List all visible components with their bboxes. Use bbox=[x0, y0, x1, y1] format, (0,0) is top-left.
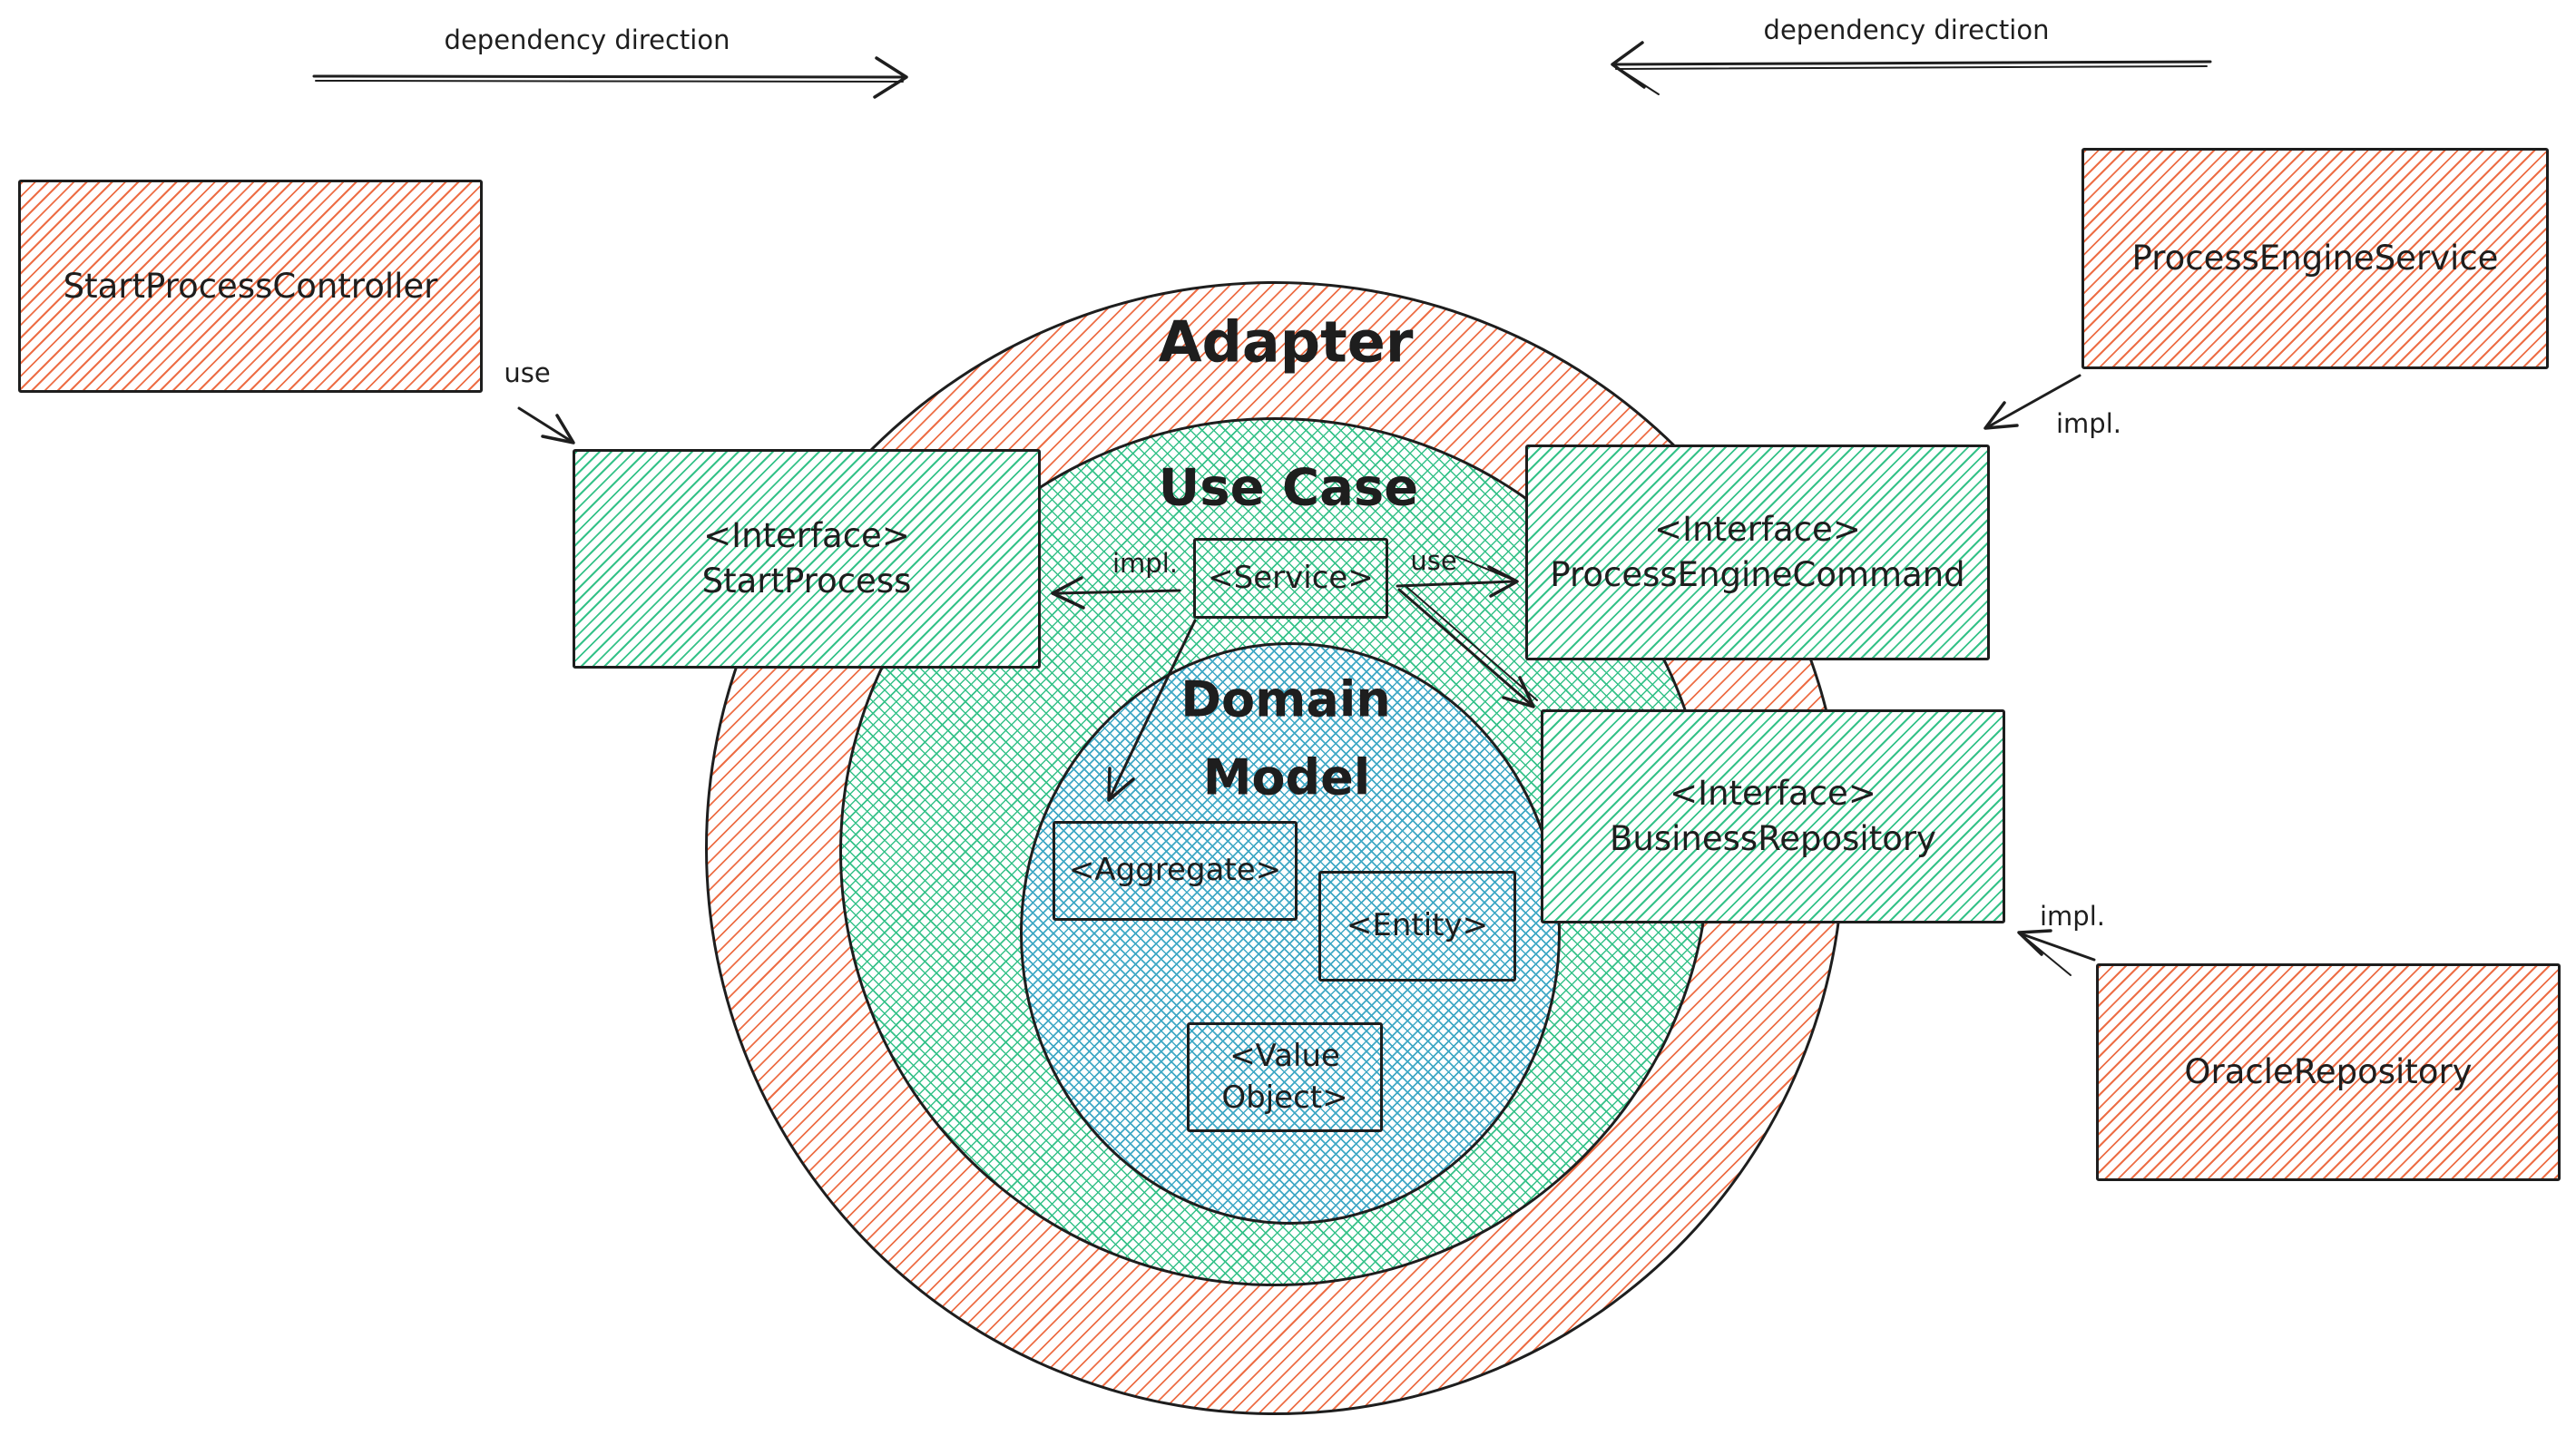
business-repository-name: BusinessRepository bbox=[1610, 819, 1936, 858]
aggregate-box: <Aggregate> bbox=[1053, 821, 1298, 921]
value-object-label-line2: Object> bbox=[1221, 1079, 1348, 1116]
use-case-label: Use Case bbox=[1158, 458, 1419, 518]
dependency-direction-right-arrow bbox=[1611, 41, 2212, 95]
domain-model-label-line1: Domain bbox=[1180, 670, 1391, 728]
use-engine-command-label: use bbox=[1410, 545, 1457, 576]
impl-oracle-arrow bbox=[2017, 929, 2096, 976]
business-repository-interface-box: <Interface> BusinessRepository bbox=[1541, 709, 2005, 923]
domain-model-label-line2: Model bbox=[1202, 748, 1371, 806]
dependency-direction-left-arrow bbox=[312, 56, 908, 99]
impl-engine-service-label: impl. bbox=[2056, 408, 2121, 439]
entity-box: <Entity> bbox=[1318, 871, 1516, 982]
aggregate-label: <Aggregate> bbox=[1068, 852, 1282, 889]
oracle-repository-box: OracleRepository bbox=[2096, 963, 2561, 1181]
adapter-label: Adapter bbox=[1158, 308, 1414, 376]
service-label: <Service> bbox=[1208, 559, 1374, 596]
process-engine-command-stereotype: <Interface> bbox=[1654, 510, 1861, 550]
process-engine-service-box: ProcessEngineService bbox=[2081, 148, 2549, 369]
start-process-name: StartProcess bbox=[701, 562, 912, 601]
process-engine-command-name: ProcessEngineCommand bbox=[1550, 555, 1965, 594]
use-controller-arrow bbox=[517, 406, 575, 444]
oracle-repository-label: OracleRepository bbox=[2184, 1052, 2473, 1092]
start-process-controller-box: StartProcessController bbox=[18, 180, 483, 393]
service-box: <Service> bbox=[1193, 538, 1388, 619]
process-engine-service-label: ProcessEngineService bbox=[2131, 239, 2499, 278]
use-controller-label: use bbox=[504, 357, 551, 388]
dependency-direction-left-label: dependency direction bbox=[444, 24, 730, 55]
dependency-direction-right-label: dependency direction bbox=[1763, 15, 2050, 45]
impl-oracle-label: impl. bbox=[2040, 901, 2105, 932]
process-engine-command-interface-box: <Interface> ProcessEngineCommand bbox=[1525, 444, 1990, 660]
value-object-box: <Value Object> bbox=[1187, 1022, 1383, 1132]
business-repository-stereotype: <Interface> bbox=[1670, 774, 1876, 814]
value-object-label-line1: <Value bbox=[1229, 1037, 1340, 1074]
start-process-interface-box: <Interface> StartProcess bbox=[573, 449, 1041, 669]
entity-label: <Entity> bbox=[1346, 907, 1489, 944]
impl-start-process-label: impl. bbox=[1112, 548, 1178, 579]
start-process-stereotype: <Interface> bbox=[703, 516, 910, 556]
start-process-controller-label: StartProcessController bbox=[63, 266, 438, 306]
